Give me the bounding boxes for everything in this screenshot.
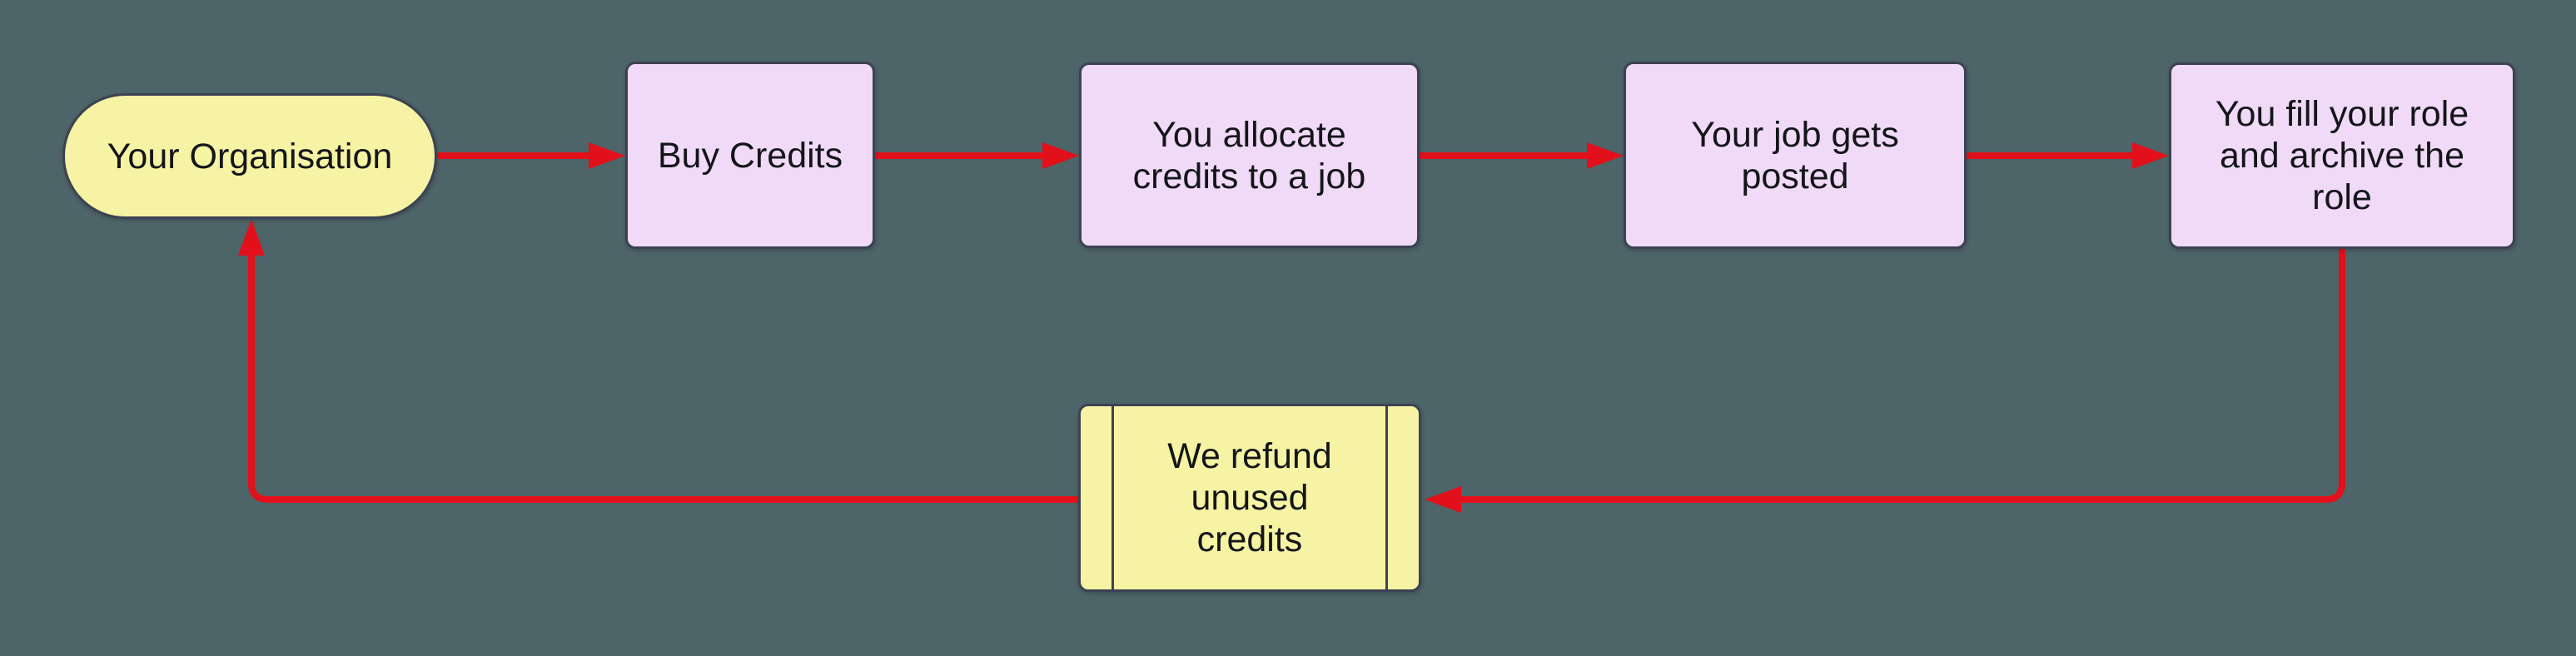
node-fill-role: You fill your role and archive the role bbox=[2169, 62, 2515, 249]
subroutine-inner-line-left bbox=[1111, 406, 1114, 589]
node-job-posted-label: Your job gets posted bbox=[1691, 114, 1899, 196]
node-fill-role-label: You fill your role and archive the role bbox=[2215, 94, 2469, 217]
node-allocate-credits: You allocate credits to a job bbox=[1079, 62, 1420, 248]
node-allocate-credits-label: You allocate credits to a job bbox=[1132, 114, 1366, 196]
edge-buy-to-allocate-arrowhead bbox=[1042, 142, 1079, 169]
subroutine-inner-line-right bbox=[1385, 406, 1388, 589]
node-job-posted: Your job gets posted bbox=[1624, 62, 1967, 249]
edge-org-to-buy-arrowhead bbox=[589, 142, 625, 169]
edge-fill-to-refund-arrowhead bbox=[1425, 486, 1461, 513]
node-buy-credits-label: Buy Credits bbox=[657, 135, 843, 176]
node-your-organisation-label: Your Organisation bbox=[107, 136, 393, 176]
edge-fill-to-refund-line bbox=[1461, 249, 2345, 503]
node-buy-credits: Buy Credits bbox=[625, 62, 875, 249]
edge-allocate-to-posted-arrowhead bbox=[1587, 142, 1624, 169]
edge-refund-to-org-arrowhead bbox=[238, 219, 265, 256]
node-your-organisation: Your Organisation bbox=[62, 93, 437, 219]
edge-refund-to-org-line bbox=[248, 256, 1078, 503]
node-refund-credits-label: We refund unused credits bbox=[1167, 436, 1332, 559]
edge-posted-to-fill-arrowhead bbox=[2132, 142, 2169, 169]
node-refund-credits: We refund unused credits bbox=[1078, 404, 1421, 592]
